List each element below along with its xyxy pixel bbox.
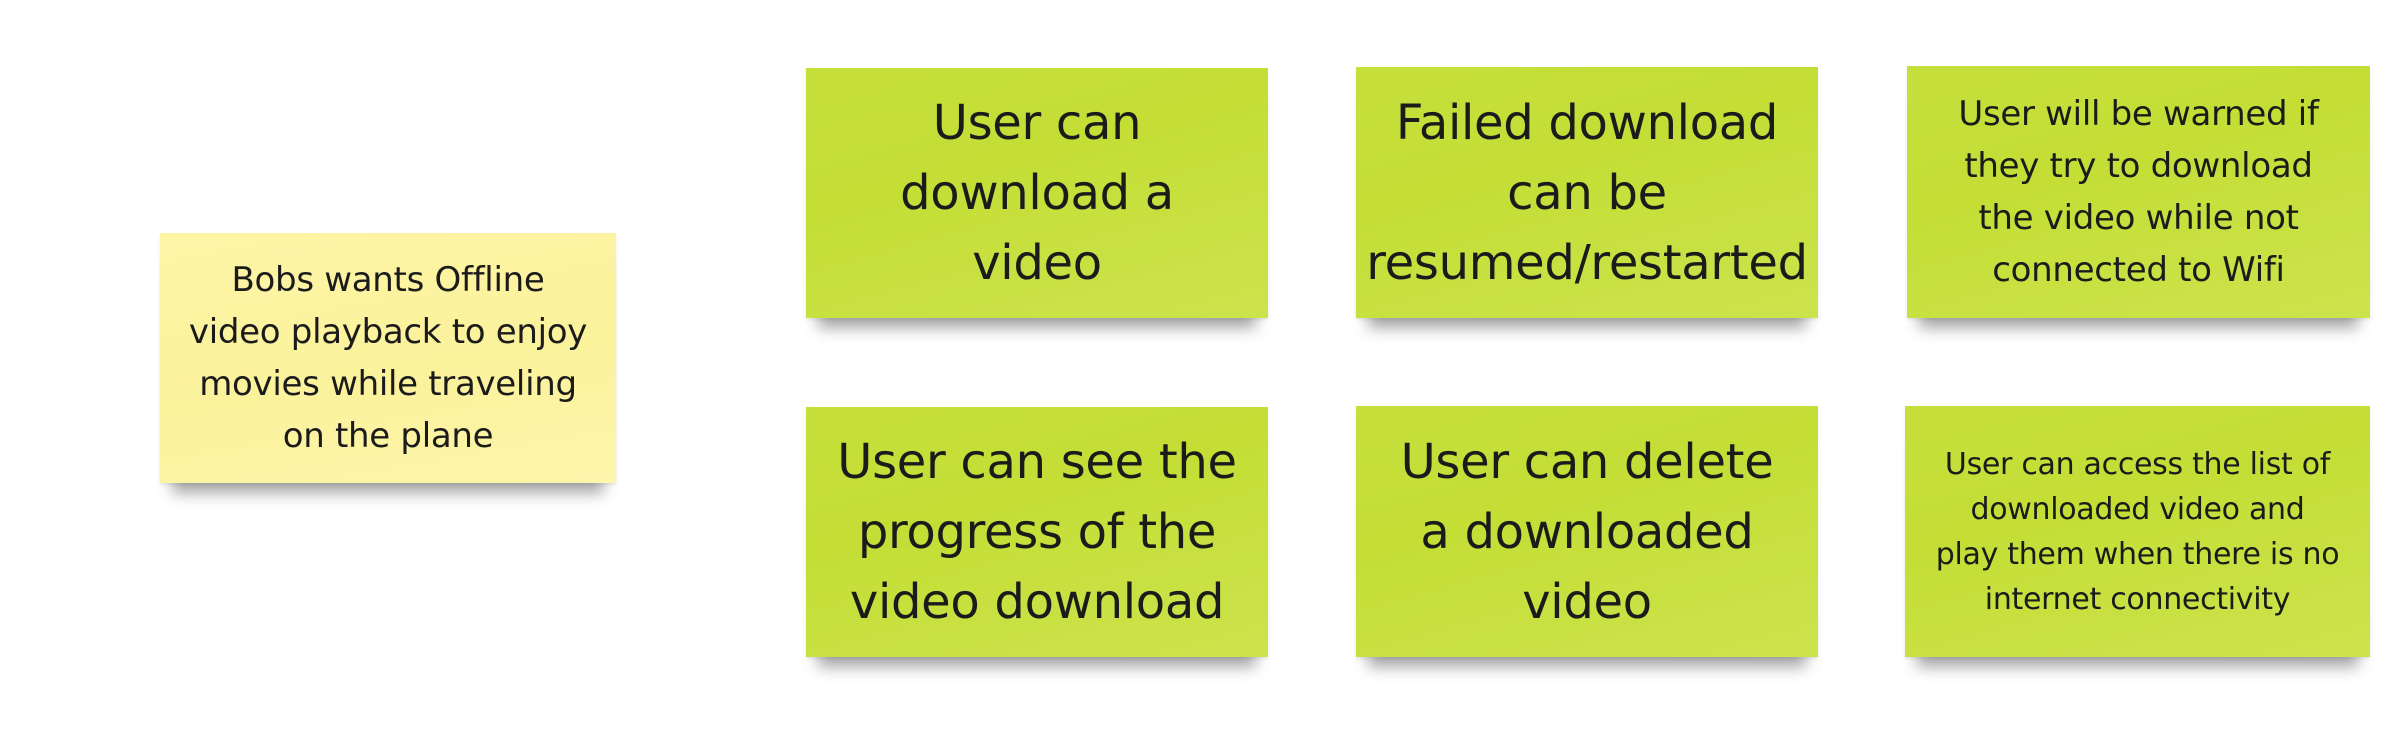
sticky-note-text: Failed download can be resumed/restarted	[1366, 94, 1808, 291]
sticky-note-text: User can download a video	[900, 95, 1174, 291]
sticky-note-text: Bobs wants Offline video playback to enj…	[188, 260, 588, 456]
sticky-note-offline-list[interactable]: User can access the list of downloaded v…	[1905, 406, 2370, 657]
sticky-note-text: User will be warned if they try to downl…	[1958, 94, 2319, 290]
sticky-note-wifi-warning[interactable]: User will be warned if they try to downl…	[1907, 66, 2370, 318]
sticky-note-text: User can see the progress of the video d…	[837, 434, 1237, 630]
sticky-note-text: User can access the list of downloaded v…	[1935, 446, 2340, 617]
sticky-note-persona[interactable]: Bobs wants Offline video playback to enj…	[160, 233, 616, 483]
sticky-note-resume-download[interactable]: Failed download can be resumed/restarted	[1356, 67, 1818, 318]
sticky-note-text: User can delete a downloaded video	[1400, 433, 1774, 630]
sticky-note-download-video[interactable]: User can download a video	[806, 68, 1268, 318]
sticky-note-download-progress[interactable]: User can see the progress of the video d…	[806, 407, 1268, 657]
sticky-note-delete-video[interactable]: User can delete a downloaded video	[1356, 406, 1818, 657]
